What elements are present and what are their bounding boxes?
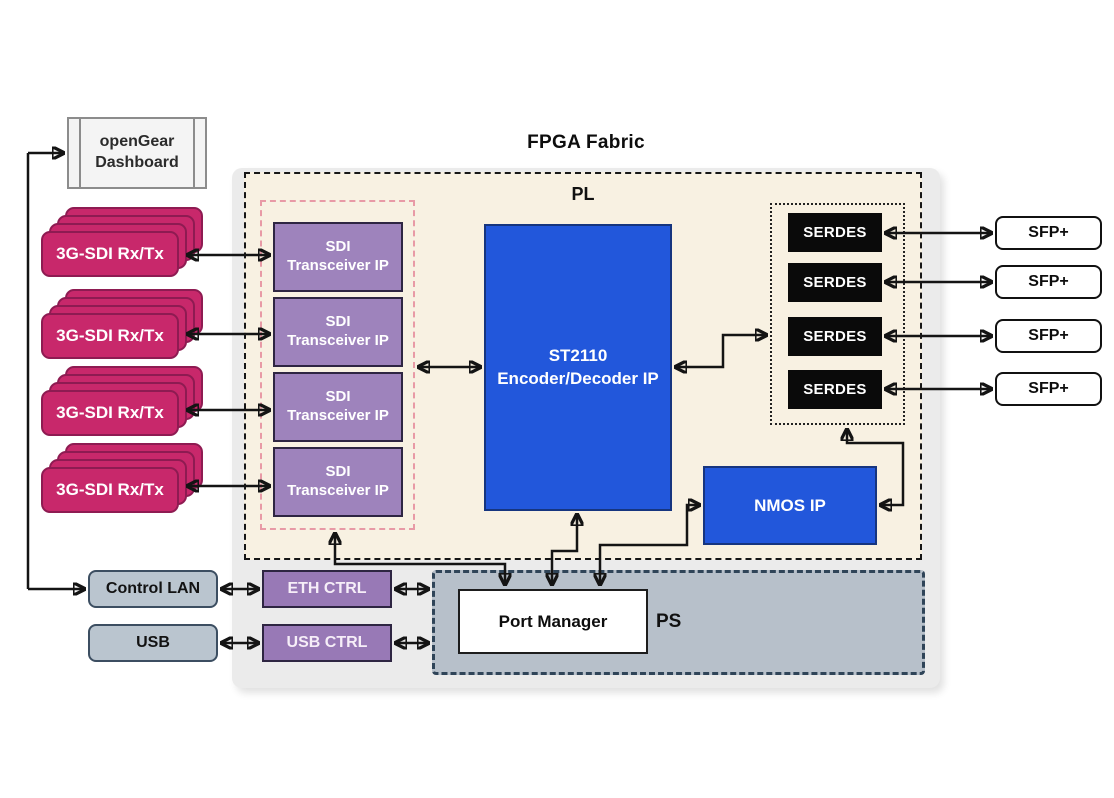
sdi-io-label-2: 3G-SDI Rx/Tx <box>41 313 179 359</box>
sdi-io-label-4: 3G-SDI Rx/Tx <box>41 467 179 513</box>
sdi-transceiver-ip-4-line2: Transceiver IP <box>287 482 389 499</box>
diagram-title: FPGA Fabric <box>527 132 645 153</box>
opengear-line2: Dashboard <box>95 154 179 171</box>
usb-port: USB <box>88 624 218 662</box>
serdes-group <box>770 203 905 425</box>
st2110-line1: ST2110 <box>548 345 608 365</box>
st2110-encoder-decoder-ip: ST2110 Encoder/Decoder IP <box>484 224 672 511</box>
usb-ctrl: USB CTRL <box>262 624 392 662</box>
sdi-transceiver-ip-4: SDI Transceiver IP <box>273 447 403 517</box>
eth-ctrl: ETH CTRL <box>262 570 392 608</box>
sdi-transceiver-ip-4-line1: SDI <box>325 463 351 481</box>
sfp-port-2: SFP+ <box>995 265 1102 299</box>
sfp-port-1: SFP+ <box>995 216 1102 250</box>
sdi-transceiver-ip-2: SDI Transceiver IP <box>273 297 403 367</box>
st2110-line2: Encoder/Decoder IP <box>497 368 659 388</box>
sdi-transceiver-ip-3-line2: Transceiver IP <box>287 407 389 424</box>
sdi-transceiver-ip-3-line1: SDI <box>325 388 351 406</box>
sdi-transceiver-ip-1-line1: SDI <box>325 238 351 256</box>
sdi-io-stack-1: 3G-SDI Rx/Tx <box>41 207 203 277</box>
sfp-port-3: SFP+ <box>995 319 1102 353</box>
nmos-ip: NMOS IP <box>703 466 877 545</box>
serdes-3: SERDES <box>788 317 882 356</box>
serdes-2: SERDES <box>788 263 882 302</box>
sfp-port-4: SFP+ <box>995 372 1102 406</box>
sdi-transceiver-ip-3: SDI Transceiver IP <box>273 372 403 442</box>
pl-region-label: PL <box>571 183 595 204</box>
sdi-transceiver-ip-1-line2: Transceiver IP <box>287 257 389 274</box>
sdi-transceiver-ip-1: SDI Transceiver IP <box>273 222 403 292</box>
port-manager: Port Manager <box>458 589 648 654</box>
sdi-io-stack-3: 3G-SDI Rx/Tx <box>41 366 203 436</box>
sdi-io-stack-4: 3G-SDI Rx/Tx <box>41 443 203 513</box>
opengear-dashboard: openGear Dashboard <box>67 117 207 189</box>
sdi-transceiver-ip-2-line1: SDI <box>325 313 351 331</box>
opengear-side-line-right <box>193 119 195 187</box>
sdi-io-stack-2: 3G-SDI Rx/Tx <box>41 289 203 359</box>
serdes-4: SERDES <box>788 370 882 409</box>
sdi-io-label-3: 3G-SDI Rx/Tx <box>41 390 179 436</box>
sdi-io-label-1: 3G-SDI Rx/Tx <box>41 231 179 277</box>
opengear-side-line-left <box>79 119 81 187</box>
opengear-line1: openGear <box>99 133 175 151</box>
serdes-1: SERDES <box>788 213 882 252</box>
ps-region-label: PS <box>656 611 682 632</box>
sdi-transceiver-group <box>260 200 415 530</box>
control-lan: Control LAN <box>88 570 218 608</box>
sdi-transceiver-ip-2-line2: Transceiver IP <box>287 332 389 349</box>
